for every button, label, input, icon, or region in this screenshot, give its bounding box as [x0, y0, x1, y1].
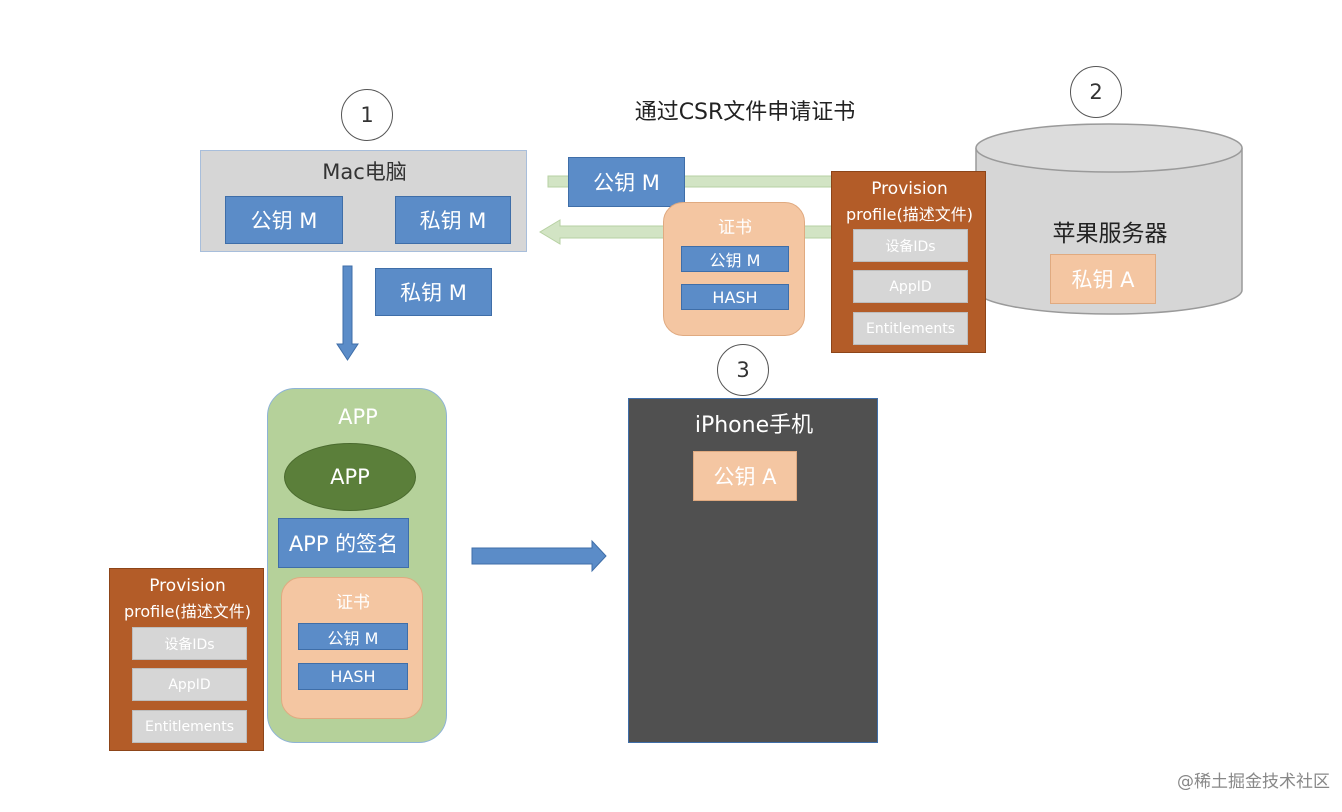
provision-profile-top: Provision profile(描述文件) 设备IDs AppID Enti…: [831, 171, 986, 353]
step-3-circle: 3: [717, 344, 769, 396]
provision-bottom-label-line2: profile(描述文件): [123, 602, 252, 621]
certificate-top-hash: HASH: [681, 284, 789, 310]
right-arrow: [471, 539, 607, 573]
iphone-box: iPhone手机 公钥 A: [628, 398, 878, 743]
iphone-public-key: 公钥 A: [693, 451, 797, 501]
mac-public-key: 公钥 M: [225, 196, 343, 244]
app-container: APP APP APP 的签名 证书 公钥 M HASH: [267, 388, 447, 743]
private-key-box: 私钥 M: [375, 268, 492, 316]
provision-top-appid: AppID: [853, 270, 968, 303]
down-arrow: [336, 265, 359, 361]
app-certificate-hash: HASH: [298, 663, 408, 690]
app-inner-ellipse: APP: [284, 443, 416, 511]
mac-private-key: 私钥 M: [395, 196, 511, 244]
step-1-circle: 1: [341, 89, 393, 141]
mac-label: Mac电脑: [322, 160, 407, 184]
app-certificate-label: 证书: [336, 592, 370, 613]
apple-server-cylinder: [975, 123, 1243, 315]
certificate-top: 证书 公钥 M HASH: [663, 202, 805, 336]
provision-bottom-device-ids: 设备IDs: [132, 627, 247, 660]
provision-bottom-appid: AppID: [132, 668, 247, 701]
app-certificate: 证书 公钥 M HASH: [281, 577, 423, 719]
apple-private-key: 私钥 A: [1050, 254, 1156, 304]
app-certificate-public-key: 公钥 M: [298, 623, 408, 650]
provision-top-entitlements: Entitlements: [853, 312, 968, 345]
certificate-top-public-key: 公钥 M: [681, 246, 789, 272]
certificate-top-label: 证书: [718, 217, 752, 238]
provision-top-device-ids: 设备IDs: [853, 229, 968, 262]
apple-server-label: 苹果服务器: [1052, 221, 1168, 247]
mac-computer-box: Mac电脑 公钥 M 私钥 M: [200, 150, 527, 252]
provision-bottom-label-line1: Provision: [149, 576, 226, 596]
app-container-label: APP: [338, 405, 378, 429]
step-2-circle: 2: [1070, 66, 1122, 118]
app-signature: APP 的签名: [278, 518, 409, 568]
provision-bottom-entitlements: Entitlements: [132, 710, 247, 743]
provision-top-label-line1: Provision: [871, 179, 948, 199]
iphone-label: iPhone手机: [694, 413, 814, 438]
csr-public-key-box: 公钥 M: [568, 157, 685, 207]
provision-profile-bottom: Provision profile(描述文件) 设备IDs AppID Enti…: [109, 568, 264, 751]
watermark: @稀土掘金技术社区: [1177, 771, 1330, 792]
provision-top-label-line2: profile(描述文件): [845, 205, 974, 224]
diagram-title: 通过CSR文件申请证书: [634, 100, 856, 125]
